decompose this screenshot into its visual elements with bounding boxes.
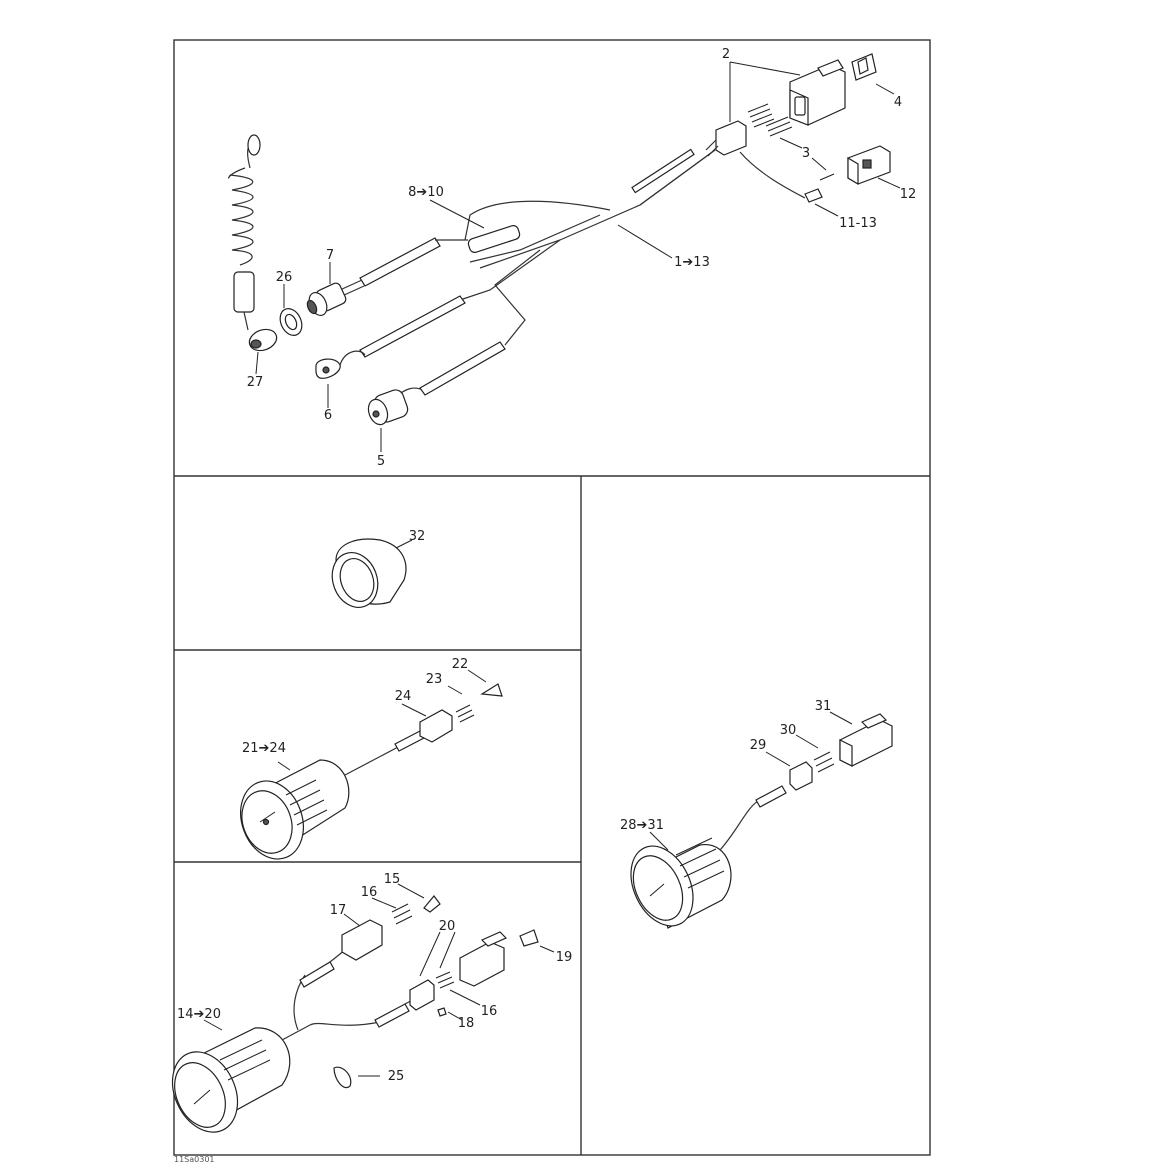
- label-17: 17: [330, 903, 347, 918]
- main-harness-group: 2 4 3 12 11-13 8➔10 1➔13 7 26 27 6 5: [227, 47, 917, 469]
- image-reference-code: 11Sa0301: [174, 1155, 215, 1164]
- lanyard-cap: [233, 271, 255, 313]
- label-26: 26: [276, 270, 293, 285]
- tube-part-6: [359, 295, 466, 358]
- label-27: 27: [247, 375, 264, 390]
- connector-part-12: [847, 145, 891, 186]
- connector-plug-29: [789, 761, 813, 791]
- label-28-31: 28➔31: [620, 818, 664, 833]
- label-18: 18: [458, 1016, 475, 1031]
- label-3: 3: [802, 146, 810, 161]
- label-32: 32: [409, 529, 426, 544]
- wedge-part-19: [519, 929, 539, 947]
- terminal-part-11-13: [739, 151, 835, 203]
- label-11-13: 11-13: [839, 216, 877, 231]
- label-23: 23: [426, 672, 443, 687]
- connector-part-20: [459, 941, 505, 987]
- lanyard-part-27: [227, 134, 278, 352]
- label-24: 24: [395, 689, 412, 704]
- label-4: 4: [894, 95, 902, 110]
- connector-part-2: [705, 59, 846, 157]
- gauge-21-24-group: 21➔24 22 23 24: [240, 657, 503, 860]
- label-2: 2: [722, 47, 730, 62]
- pin-part-18: [437, 1007, 447, 1017]
- connector-plug-harness: [715, 120, 747, 156]
- wedge-part-15: [423, 895, 441, 913]
- label-5: 5: [377, 454, 385, 469]
- label-31: 31: [815, 699, 832, 714]
- wedge-part-4: [851, 53, 877, 81]
- leader-lines-top: [255, 61, 901, 452]
- outer-frame: [173, 39, 931, 1156]
- label-30: 30: [780, 723, 797, 738]
- label-15: 15: [384, 872, 401, 887]
- connector-part-17: [341, 919, 383, 961]
- label-16a: 16: [361, 885, 378, 900]
- label-6: 6: [324, 408, 332, 423]
- label-7: 7: [326, 248, 334, 263]
- sleeve-8-10: [467, 225, 521, 253]
- harness-sleeve: [631, 148, 695, 194]
- coiled-cord: [229, 174, 254, 266]
- label-20: 20: [439, 919, 456, 934]
- label-21-24: 21➔24: [242, 741, 286, 756]
- label-12: 12: [900, 187, 917, 202]
- ring-terminal-part-6: [315, 350, 366, 379]
- harness-trunk: [479, 149, 716, 269]
- label-14-20: 14➔20: [177, 1007, 221, 1022]
- connector-plug-20: [409, 979, 435, 1011]
- label-19: 19: [556, 950, 573, 965]
- switch-part-7: [306, 279, 365, 316]
- label-16b: 16: [481, 1004, 498, 1019]
- branch-mid: [459, 239, 561, 301]
- tube-part-5: [419, 341, 506, 396]
- label-22: 22: [452, 657, 469, 672]
- branch-lower: [494, 249, 541, 346]
- label-29: 29: [750, 738, 767, 753]
- branch-upper: [464, 200, 611, 241]
- label-1-13: 1➔13: [674, 255, 710, 270]
- wedge-part-22: [480, 683, 503, 697]
- gauge-28-31-group: 29 30 31 28➔31: [620, 699, 893, 929]
- gauge-14-20-group: 15 16 17 20 19 16 18 14➔20 25: [171, 872, 573, 1133]
- label-8-10: 8➔10: [408, 185, 444, 200]
- bezel-ring-group: 32: [331, 529, 426, 608]
- cable-tie-part-25: [333, 1066, 352, 1089]
- sensor-part-5: [367, 387, 423, 426]
- nut-part-26: [279, 308, 303, 336]
- tube-part-7: [359, 237, 441, 287]
- panel-frames: [173, 39, 931, 1156]
- label-25: 25: [388, 1069, 405, 1084]
- connector-part-24: [419, 709, 453, 743]
